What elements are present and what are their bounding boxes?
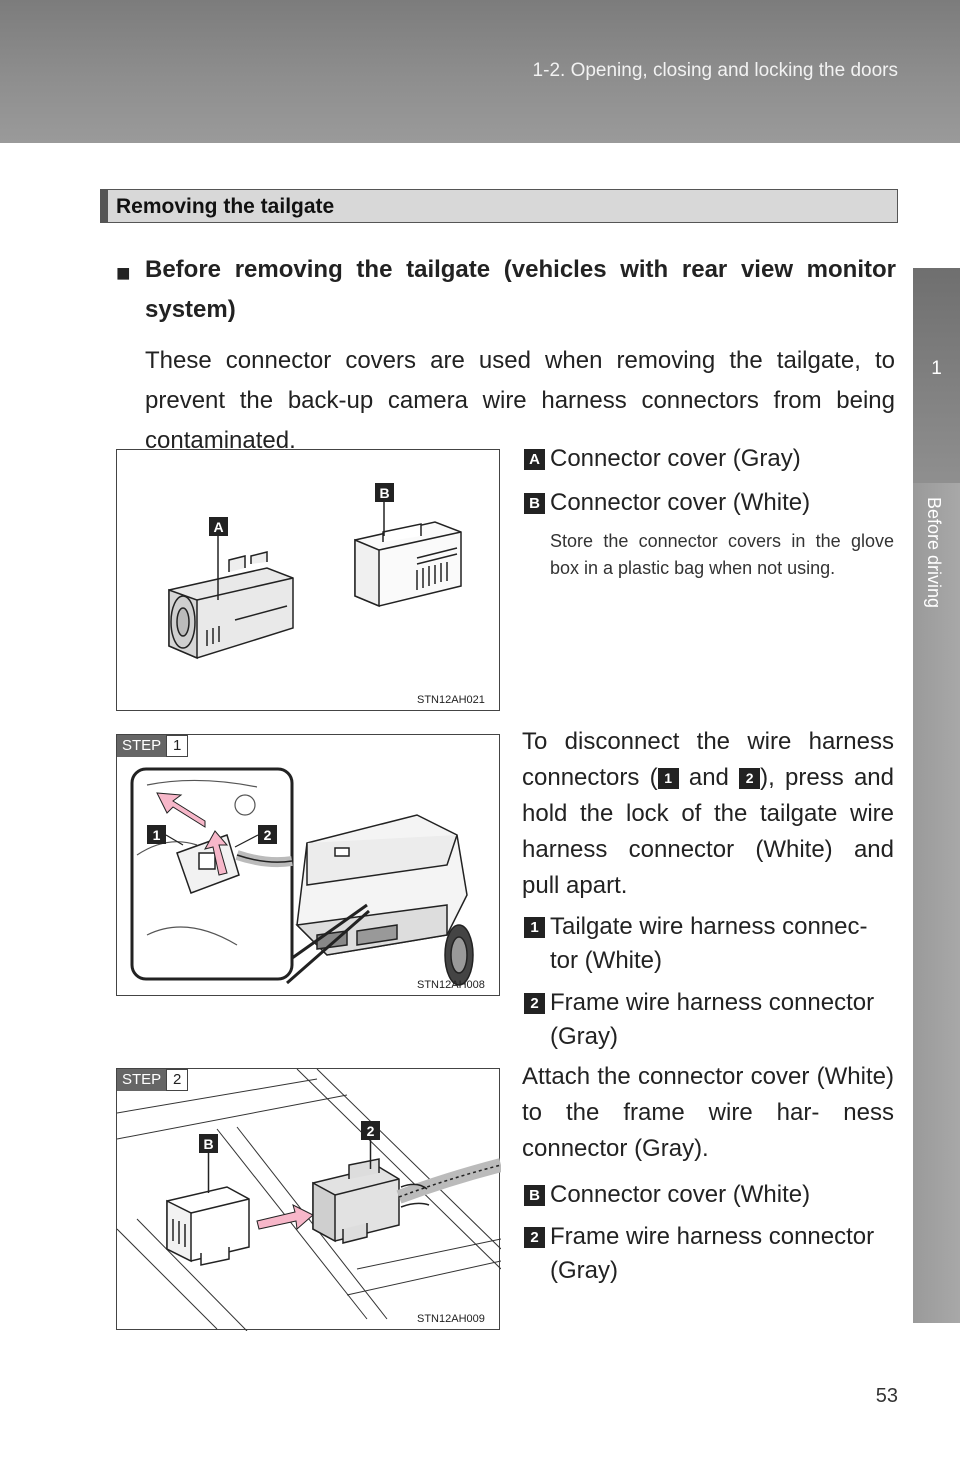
step1-legend: 1 Tailgate wire harness connec- tor (Whi… [524, 910, 896, 1054]
figure-connector-covers: A B STN12AH021 [116, 449, 500, 711]
intro-paragraph: These connector covers are used when rem… [145, 347, 895, 454]
figure1-label-b: B [379, 485, 389, 501]
step2-illustration: B 2 [117, 1069, 501, 1331]
chapter-number: 1 [931, 358, 942, 379]
legend-item: B Connector cover (White) [524, 1178, 896, 1212]
chapter-title: Before driving [924, 497, 944, 609]
marker-a-icon: A [524, 449, 545, 470]
storage-note: Store the connector covers in the glove … [550, 531, 894, 578]
square-bullet-icon: ■ [116, 260, 131, 287]
step1-text-and: and [678, 764, 740, 791]
step-word: STEP [117, 1069, 167, 1091]
section-title-bar: Removing the tailgate [100, 189, 898, 223]
figure3-code: STN12AH009 [417, 1313, 485, 1325]
step2-legend: B Connector cover (White) 2 Frame wire h… [524, 1178, 896, 1288]
legend-text: Connector cover (Gray) [550, 445, 801, 472]
step2-instruction: Attach the connector cover (White) to th… [522, 1063, 894, 1162]
page-header: 1-2. Opening, closing and locking the do… [0, 0, 960, 143]
step1-callout-1: 1 [153, 827, 161, 843]
marker-1-icon: 1 [657, 768, 679, 789]
chapter-title-tab: Before driving [913, 483, 960, 1323]
step-number: 2 [166, 1069, 189, 1091]
figure1-code: STN12AH021 [417, 694, 485, 706]
subheading-text: Before removing the tailgate (vehicles w… [145, 256, 896, 323]
step2-label-2: 2 [367, 1123, 375, 1139]
section-title: Removing the tailgate [116, 195, 335, 218]
step1-text-before: To disconnect the wire harness connector… [522, 728, 894, 791]
marker-1-icon: 1 [524, 917, 545, 938]
step1-illustration: 1 2 [130, 767, 474, 986]
legend-item: 2 Frame wire harness connector (Gray) [524, 1220, 896, 1288]
step2-label-b: B [203, 1136, 213, 1152]
legend-text: Connector cover (White) [550, 489, 811, 516]
figure1-legend: A Connector cover (Gray) B Connector cov… [524, 442, 896, 520]
legend-text: Frame wire harness connector (Gray) [550, 989, 875, 1050]
legend-item: 1 Tailgate wire harness connec- tor (Whi… [524, 910, 896, 978]
connector-covers-illustration: A B [168, 483, 462, 660]
marker-2-icon: 2 [739, 768, 761, 789]
figure-step2: STEP 2 [116, 1068, 501, 1331]
step-number: 1 [166, 735, 189, 757]
step-word: STEP [117, 735, 167, 757]
step2-badge: STEP 2 [117, 1069, 189, 1091]
chapter-number-tab: 1 [913, 268, 960, 483]
page-number: 53 [875, 1385, 898, 1407]
marker-b-icon: B [524, 493, 545, 514]
legend-text: Connector cover (White) [550, 1181, 811, 1208]
step1-callout-2: 2 [264, 827, 272, 843]
figure1-label-a: A [213, 519, 223, 535]
title-accent [101, 190, 108, 222]
legend-item: 2 Frame wire harness connector (Gray) [524, 986, 896, 1054]
step1-instruction: To disconnect the wire harness connector… [522, 724, 894, 904]
legend-text: Tailgate wire harness connec- tor (White… [550, 913, 868, 974]
header-section-title: 1-2. Opening, closing and locking the do… [532, 60, 898, 81]
subheading: ■ Before removing the tailgate (vehicles… [116, 250, 896, 330]
step1-text-after: ), press and hold the lock of the tailga… [522, 764, 894, 899]
marker-b-icon: B [524, 1185, 545, 1206]
legend-item: B Connector cover (White) [524, 486, 896, 520]
chapter-side-tab: 1 Before driving [913, 143, 960, 1323]
step1-badge: STEP 1 [117, 735, 189, 757]
legend-item: A Connector cover (Gray) [524, 442, 896, 476]
figure2-code: STN12AH008 [417, 979, 485, 991]
marker-2-icon: 2 [524, 1227, 545, 1248]
figure-step1: STEP 1 [116, 734, 500, 996]
marker-2-icon: 2 [524, 993, 545, 1014]
legend-text: Frame wire harness connector (Gray) [550, 1223, 875, 1284]
